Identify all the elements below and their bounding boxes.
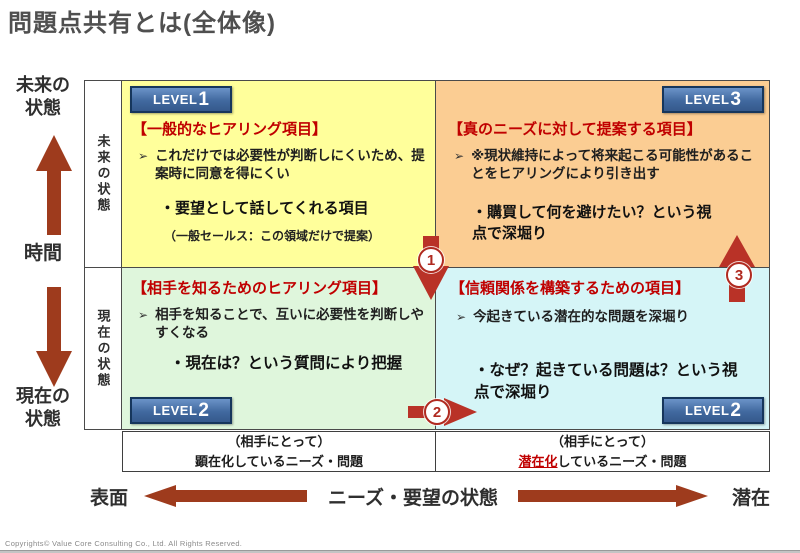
level-badge-text: LEVEL [685,403,730,418]
latent-line1: （相手にとって） [551,434,654,449]
q3-bullet-item: ➢ 相手を知ることで、互いに必要性を判断しやすくなる [132,306,429,342]
needs-state-labels: （相手にとって） 顕在化しているニーズ・問題 （相手にとって） 潜在化しているニ… [122,431,770,472]
arrowhead-bullet-icon: ➢ [454,149,465,163]
q1-note: （一般セールス：この領域だけで提案） [164,229,381,244]
q2-point: ・購買して何を避けたい？という視点で深堀り [472,204,712,243]
row-label-present: 現在の状態 [85,268,121,429]
q3-heading: 【相手を知るためのヒアリング項目】 [132,280,388,297]
q3-bullet-text: 相手を知ることで、互いに必要性を判断しやすくなる [155,307,424,341]
level-badge-number: 1 [198,89,209,110]
q2-bullet-item: ➢ ※現状維持によって将来起こる可能性があることをヒアリングにより引き出す [448,147,763,183]
q1-point: ・要望として話してくれる項目 [160,200,369,218]
level-badge-text: LEVEL [153,403,198,418]
arrowhead-bullet-icon: ➢ [138,308,149,322]
bottom-label-explicit: （相手にとって） 顕在化しているニーズ・問題 [123,432,436,471]
explicit-line1: （相手にとって） [227,434,331,449]
q4-point: ・なぜ？起きている問題は？という視点で深堀り [474,362,738,402]
q1-heading: 【一般的なヒアリング項目】 [132,121,328,138]
page-title: 問題点共有とは(全体像) [8,10,276,37]
needs-axis-right-arrow-icon [518,485,708,507]
level-badge-text: LEVEL [153,92,198,107]
q3-point: ・現在は？という質問により把握 [170,355,403,373]
time-axis-present-label: 現在の 状態 [16,386,70,430]
needs-axis-left-arrow-icon [144,485,307,507]
arrowhead-bullet-icon: ➢ [138,149,149,163]
time-axis-title: 時間 [23,243,62,264]
q4-heading: 【信頼関係を構築するための項目】 [450,280,691,297]
row-label-future: 未来の状態 [85,81,121,267]
bottom-label-latent: （相手にとって） 潜在化しているニーズ・問題 [436,432,769,471]
q4-bullet-text: 今起きている潜在的な問題を深堀り [473,309,690,324]
q1-bullet-item: ➢ これだけでは必要性が判断しにくいため、提案時に同意を得にくい [132,147,429,183]
arrowhead-bullet-icon: ➢ [456,310,467,324]
flow-number-1: 1 [418,247,444,273]
q2-heading: 【真のニーズに対して提案する項目】 [448,121,702,138]
q1-bullet-text: これだけでは必要性が判断しにくいため、提案時に同意を得にくい [155,148,425,182]
down-arrow-icon [36,287,72,387]
latent-line2: 潜在化しているニーズ・問題 [519,452,687,472]
needs-axis-latent-label: 潜在 [731,488,770,509]
flow-number-3: 3 [726,262,752,288]
time-axis-arrows-icon [36,135,72,387]
needs-axis-surface-label: 表面 [89,488,128,509]
latent-highlight: 潜在化 [518,453,558,469]
latent-line2-rest: しているニーズ・問題 [557,453,687,469]
quadrant-trust-building: 【信頼関係を構築するための項目】 ➢ 今起きている潜在的な問題を深堀り ・なぜ？… [436,268,769,429]
q4-bullet-item: ➢ 今起きている潜在的な問題を深堀り [450,308,763,326]
level-badge-text: LEVEL [685,92,730,107]
quadrant-know-partner: 【相手を知るためのヒアリング項目】 ➢ 相手を知ることで、互いに必要性を判断しや… [122,268,435,429]
up-arrow-icon [36,135,72,235]
level-badge-number: 2 [730,400,741,421]
needs-axis-title: ニーズ・要望の状態 [327,488,499,509]
flow-number-2: 2 [424,399,450,425]
q2-bullet-text: ※現状維持によって将来起こる可能性があることをヒアリングにより引き出す [471,148,754,182]
time-axis-future-label: 未来の 状態 [16,75,70,119]
window-bottom-edge [0,550,800,553]
explicit-line2: 顕在化しているニーズ・問題 [195,453,363,469]
copyright-note: Copyrights© Value Core Consulting Co., L… [5,539,243,548]
level-badge-number: 3 [730,89,741,110]
level-badge-number: 2 [198,400,209,421]
